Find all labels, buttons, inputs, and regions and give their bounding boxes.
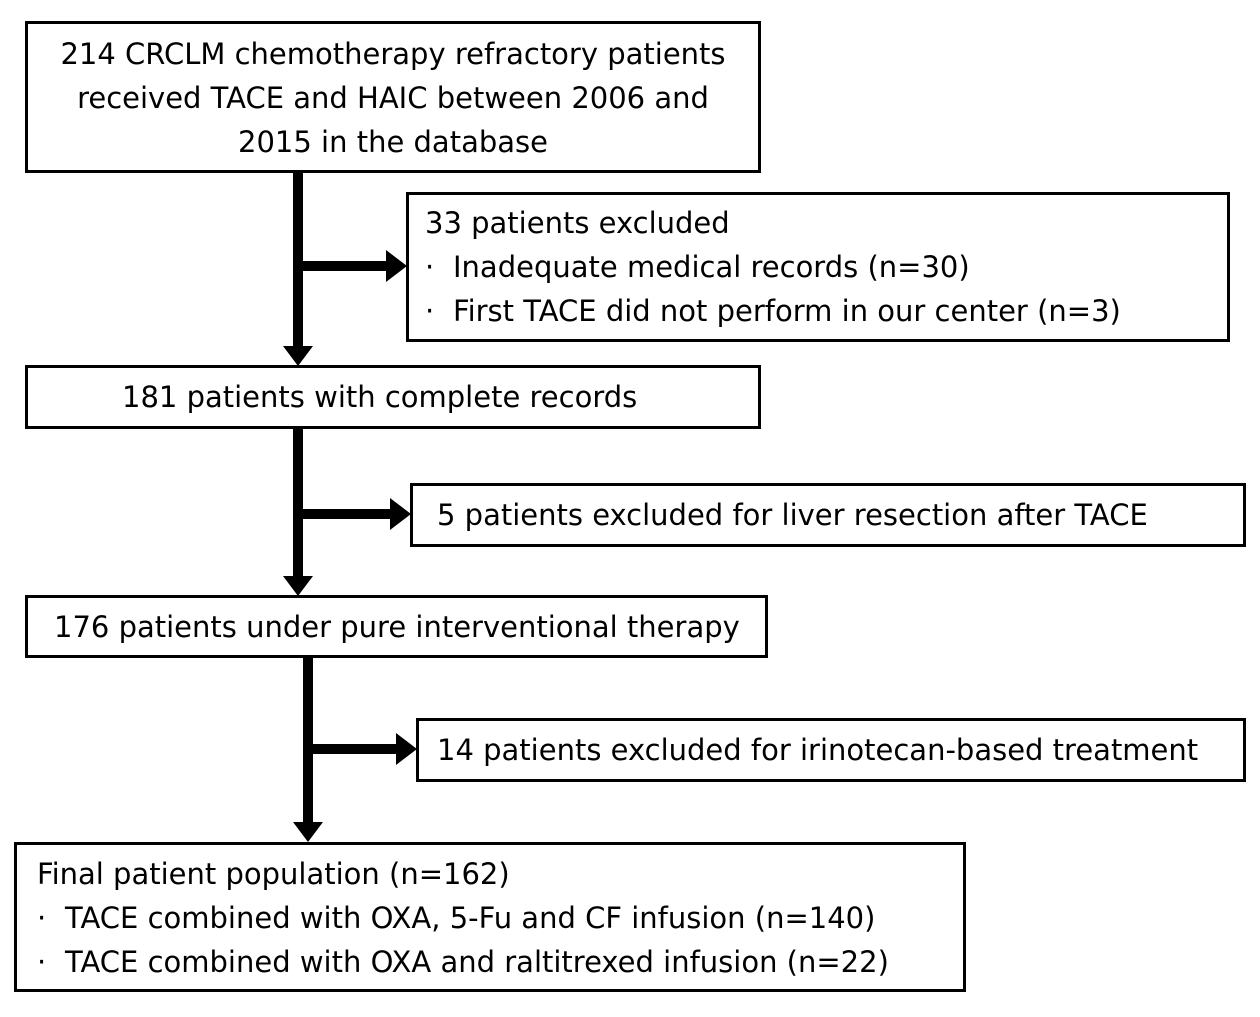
bullet-icon: ·: [37, 901, 47, 935]
arrowhead-excluded-resection: [390, 498, 411, 530]
excluded-resection-box: 5 patients excluded for liver resection …: [410, 483, 1246, 547]
excluded-resection-text: 5 patients excluded for liver resection …: [437, 498, 1148, 532]
arrowhead-excluded-irinotecan: [396, 733, 417, 765]
final-bullet-1: · TACE combined with OXA, 5-Fu and CF inf…: [37, 896, 963, 940]
final-box: Final patient population (n=162) · TACE c…: [14, 842, 966, 992]
arrowhead-final: [293, 822, 323, 842]
excluded-records-box: 33 patients excluded · Inadequate medical…: [406, 192, 1230, 342]
start-line-3: 2015 in the database: [238, 125, 548, 159]
start-line-2: received TACE and HAIC between 2006 and: [77, 81, 709, 115]
bullet-icon: ·: [37, 945, 47, 979]
bullet-text: Inadequate medical records (n=30): [453, 250, 970, 284]
bullet-icon: ·: [425, 294, 435, 328]
excluded-records-bullet-2: · First TACE did not perform in our cente…: [425, 289, 1227, 333]
arrowhead-excluded-records: [386, 250, 407, 282]
bullet-icon: ·: [425, 250, 435, 284]
bullet-text: First TACE did not perform in our center…: [453, 294, 1121, 328]
excluded-records-bullet-1: · Inadequate medical records (n=30): [425, 245, 1227, 289]
start-box: 214 CRCLM chemotherapy refractory patien…: [25, 21, 761, 173]
arrowhead-complete: [283, 346, 313, 366]
excluded-records-title: 33 patients excluded: [425, 206, 730, 240]
bullet-text: TACE combined with OXA and raltitrexed i…: [65, 945, 889, 979]
start-line-1: 214 CRCLM chemotherapy refractory patien…: [60, 37, 726, 71]
arrowhead-interventional: [283, 576, 313, 596]
interventional-box: 176 patients under pure interventional t…: [25, 595, 768, 658]
final-title: Final patient population (n=162): [37, 857, 510, 891]
final-bullet-2: · TACE combined with OXA and raltitrexed …: [37, 940, 963, 984]
interventional-text: 176 patients under pure interventional t…: [54, 610, 740, 644]
complete-records-text: 181 patients with complete records: [122, 380, 638, 414]
complete-records-box: 181 patients with complete records: [25, 365, 761, 429]
excluded-irinotecan-text: 14 patients excluded for irinotecan-base…: [437, 733, 1199, 767]
excluded-irinotecan-box: 14 patients excluded for irinotecan-base…: [416, 718, 1246, 782]
bullet-text: TACE combined with OXA, 5-Fu and CF infu…: [65, 901, 876, 935]
